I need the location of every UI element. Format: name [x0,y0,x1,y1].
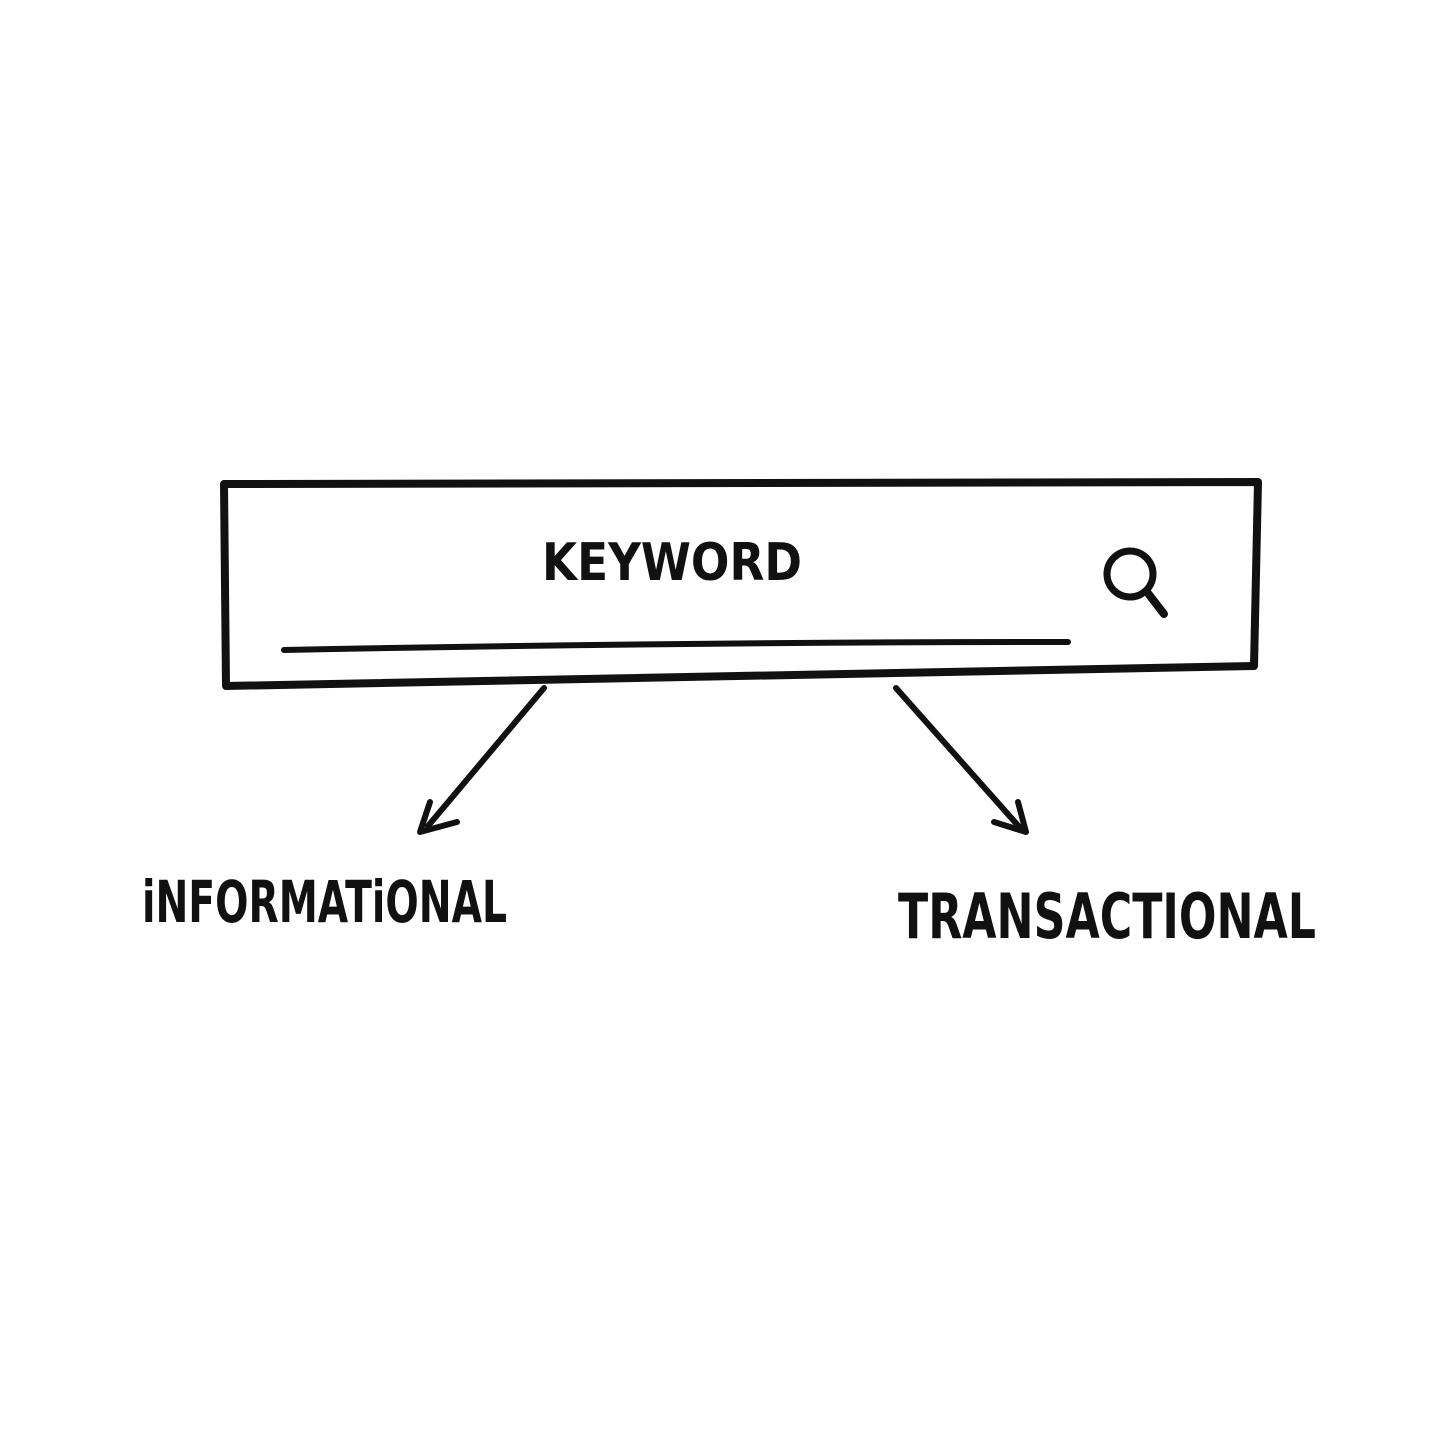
arrow-to-informational [417,685,547,835]
search-icon[interactable] [1103,547,1168,618]
search-box-underline [281,639,1071,653]
transactional-label: TRANSACTIONAL [898,880,1316,953]
keyword-text[interactable]: KEYWORD [542,533,802,593]
informational-label: iNFORMATiONAL [142,868,507,936]
search-box-outline [220,478,1262,690]
arrow-to-transactional [893,685,1029,835]
